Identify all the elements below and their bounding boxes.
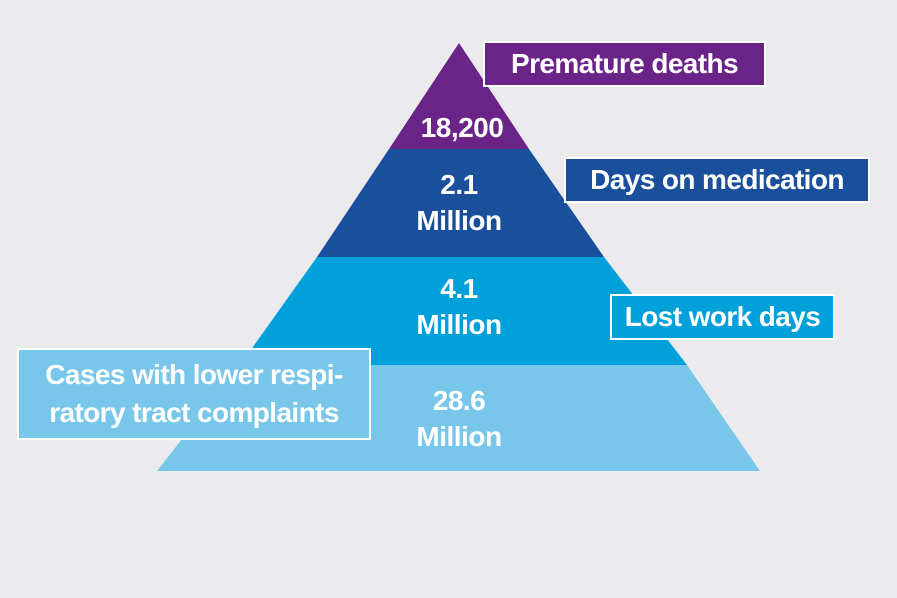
label-days-on-medication: Days on medication bbox=[564, 157, 870, 203]
pyramid-level-premature-deaths bbox=[389, 43, 529, 149]
value-premature-deaths: 18,200 bbox=[421, 110, 504, 146]
label-premature-deaths: Premature deaths bbox=[483, 41, 766, 87]
label-text-line-1: Cases with lower respi- bbox=[45, 359, 343, 390]
label-text: Premature deaths bbox=[511, 48, 739, 79]
value-unit: Million bbox=[416, 205, 502, 236]
value-number: 2.1 bbox=[440, 169, 478, 200]
label-text-line-2: ratory tract complaints bbox=[49, 397, 339, 428]
pyramid-level-lost-work-days bbox=[240, 257, 687, 365]
value-number: 28.6 bbox=[432, 385, 486, 416]
label-text: Days on medication bbox=[590, 164, 844, 195]
value-days-on-medication: 2.1 Million bbox=[416, 167, 502, 239]
value-unit: Million bbox=[416, 421, 502, 452]
label-respiratory-cases: Cases with lower respi- ratory tract com… bbox=[17, 348, 371, 440]
value-lost-work-days: 4.1 Million bbox=[416, 271, 502, 343]
value-line: 18,200 bbox=[420, 112, 504, 143]
value-unit: Million bbox=[416, 309, 502, 340]
label-lost-work-days: Lost work days bbox=[610, 294, 835, 340]
label-text: Lost work days bbox=[624, 301, 821, 332]
pyramid-level-days-on-medication bbox=[317, 149, 604, 257]
value-respiratory-cases: 28.6 Million bbox=[416, 383, 502, 455]
value-number: 4.1 bbox=[440, 273, 478, 304]
